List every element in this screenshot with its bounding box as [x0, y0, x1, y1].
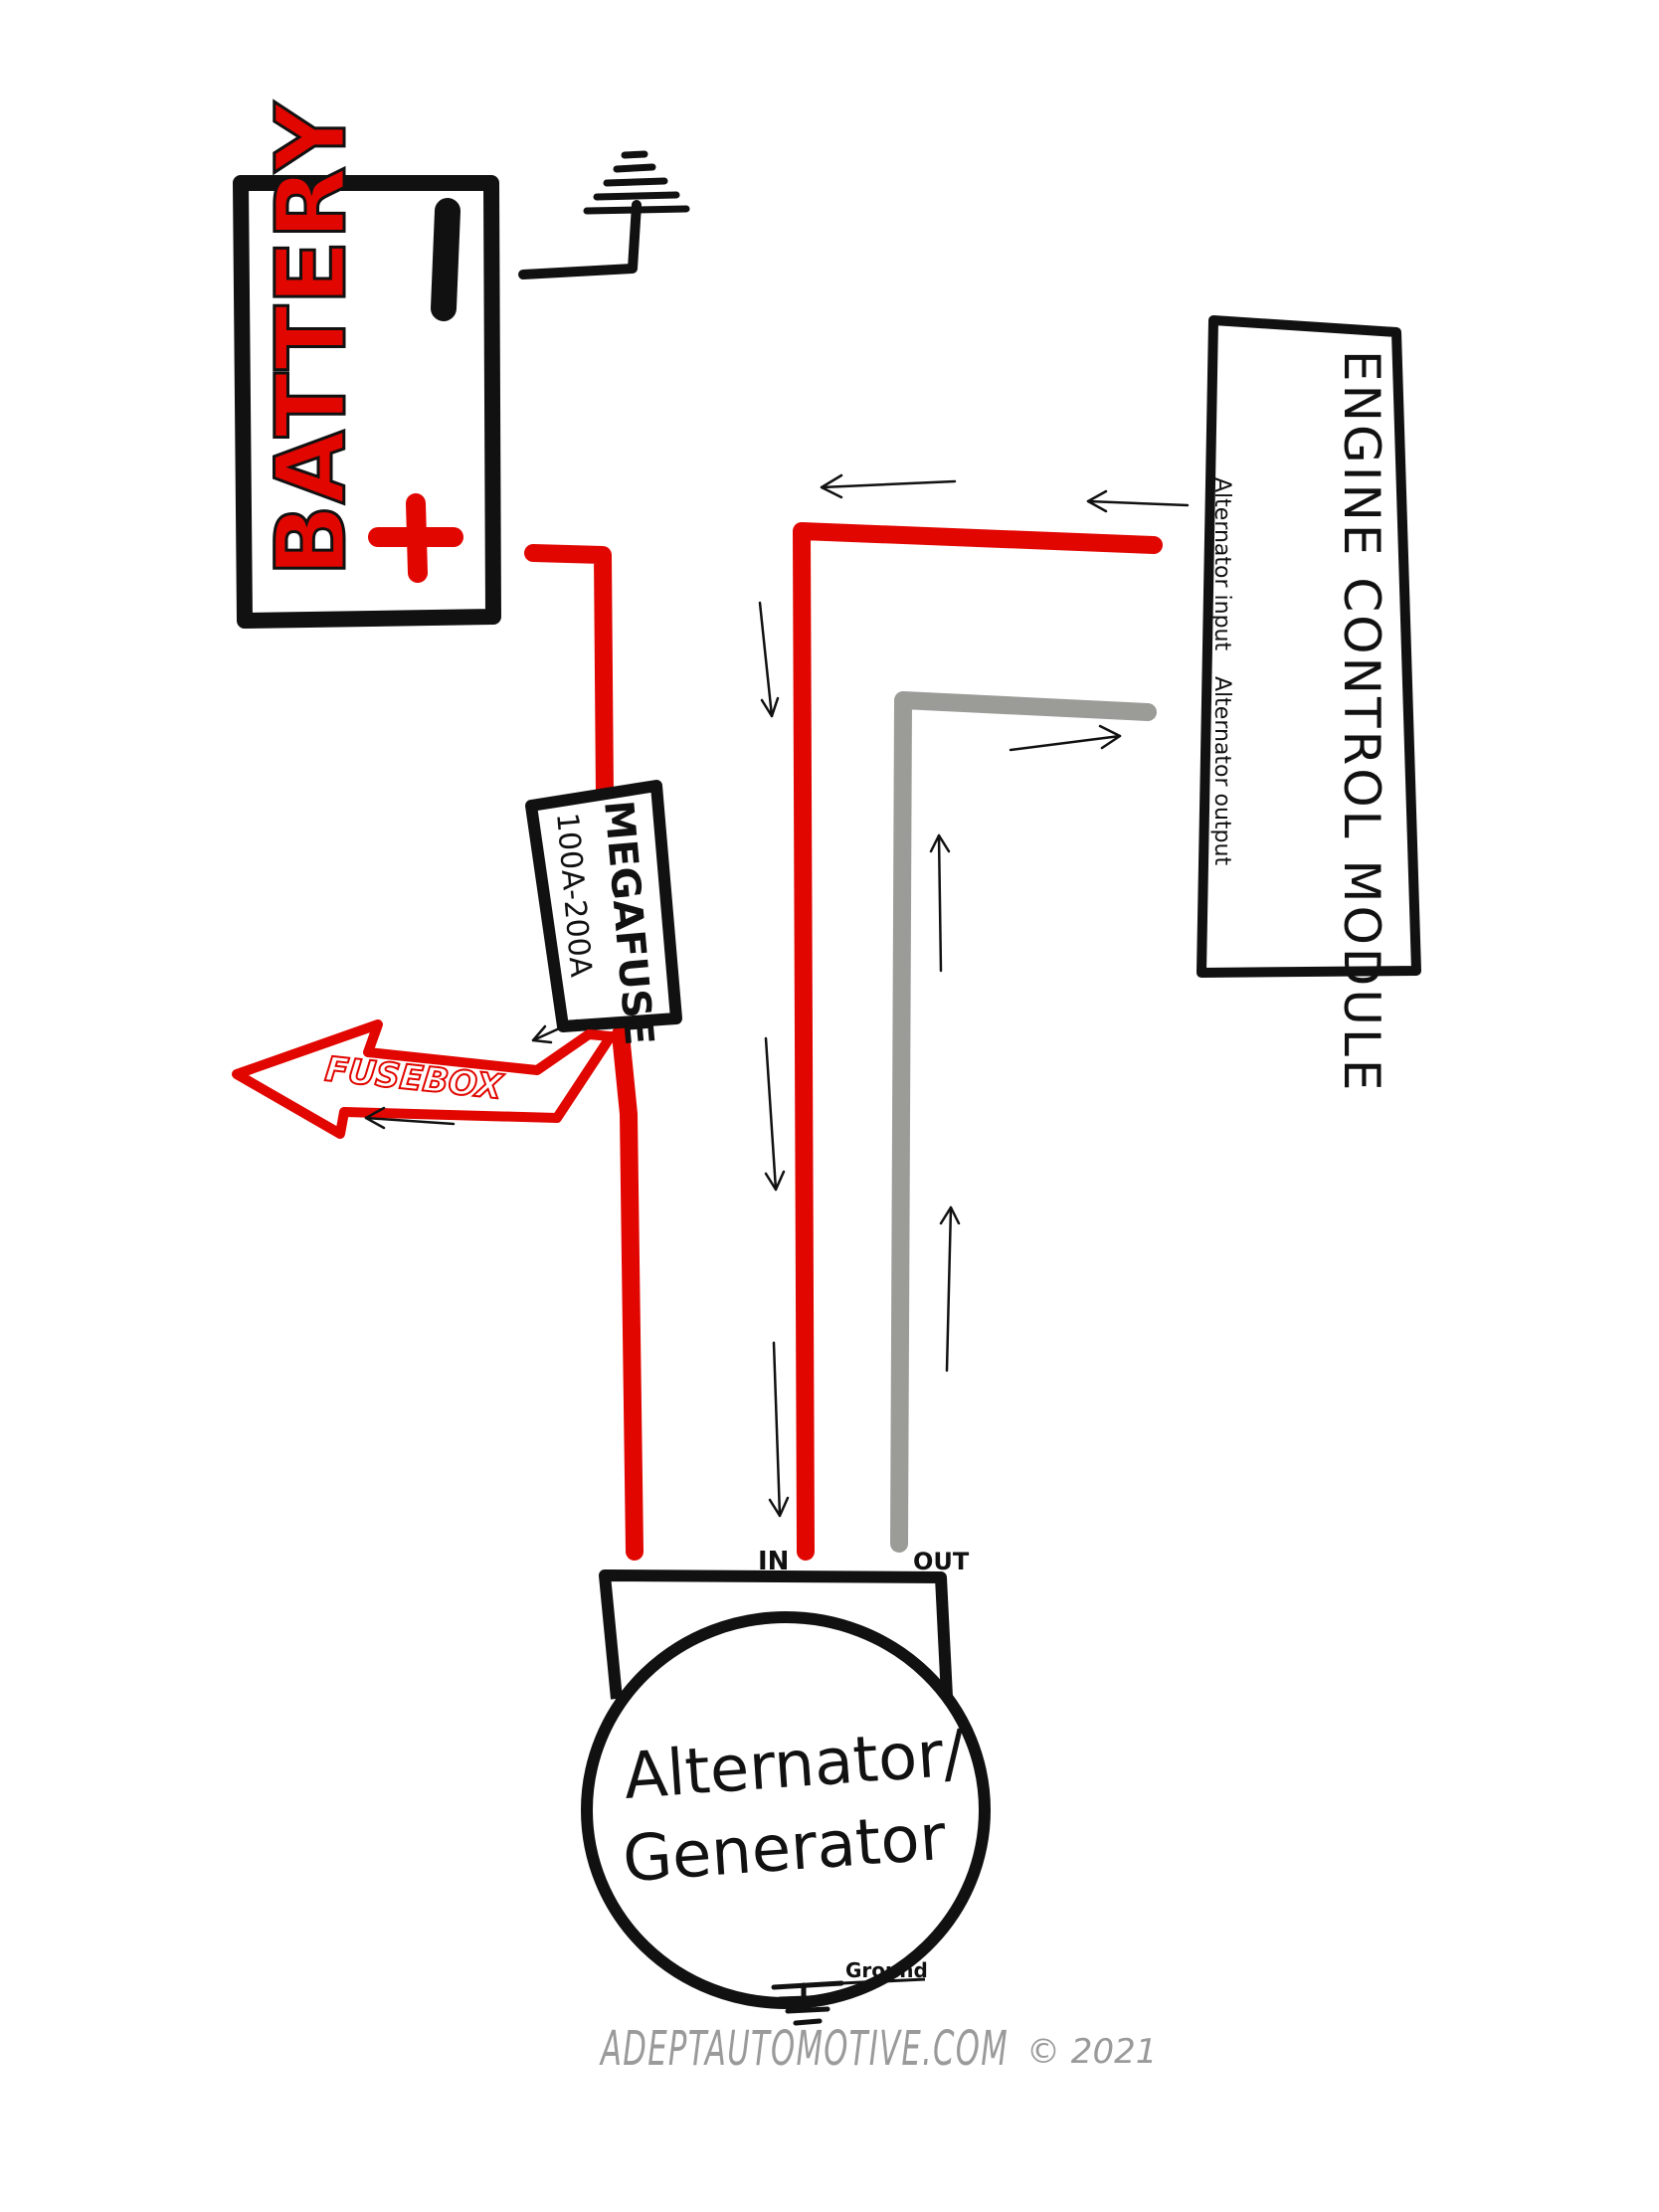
- wire-battery-to-megafuse: [524, 544, 614, 805]
- ecm-label: ENGINE CONTROL MODULE: [1333, 350, 1390, 1093]
- arrow-icon: [1086, 489, 1190, 513]
- ecm-box: [1197, 315, 1421, 978]
- battery-positive-terminal: [368, 493, 463, 583]
- battery-ground: [518, 150, 690, 279]
- arrow-icon: [531, 1018, 579, 1044]
- alternator-body: [581, 1611, 991, 2009]
- flow-arrows: [364, 473, 1190, 1518]
- terminal-in-label: IN: [758, 1547, 789, 1576]
- engine-control-module: ENGINE CONTROL MODULE Alternator input A…: [1197, 315, 1421, 1093]
- megafuse: MEGAFUSE 100A-200A: [525, 780, 682, 1047]
- alternator-housing: [599, 1569, 953, 1700]
- battery-box: [233, 175, 501, 629]
- battery-label: BATTERY: [256, 101, 367, 577]
- arrow-icon: [768, 1341, 790, 1518]
- watermark: ADEPTAUTOMOTIVE.COM © 2021: [599, 2021, 1157, 2077]
- battery-negative-terminal: [431, 198, 461, 321]
- wire-ecm-input: [793, 522, 1163, 1561]
- fusebox-arrow: FUSEBOX: [232, 1019, 616, 1139]
- alternator-ground: Ground: [771, 1958, 928, 2026]
- arrow-icon: [364, 1106, 456, 1130]
- terminal-out-label: OUT: [913, 1548, 970, 1575]
- wire-ecm-output: [890, 691, 1157, 1553]
- arrow-icon: [758, 601, 780, 718]
- arrow-icon: [764, 1036, 786, 1192]
- megafuse-box: [525, 780, 682, 1032]
- arrow-icon: [939, 1205, 961, 1373]
- arrow-icon: [1009, 724, 1122, 752]
- arrow-icon: [929, 833, 951, 973]
- watermark-text: ADEPTAUTOMOTIVE.COM: [599, 2021, 1009, 2077]
- fusebox-arrow-shape: [232, 1019, 616, 1139]
- wire-megafuse-to-alternator: [612, 1025, 644, 1561]
- watermark-copyright: © 2021: [1026, 2032, 1157, 2072]
- ecm-input-label: Alternator input: [1209, 477, 1234, 650]
- ground-label: Ground: [845, 1958, 928, 1982]
- ecm-output-label: Alternator output: [1209, 676, 1234, 865]
- ground-symbol-icon: [583, 150, 690, 215]
- ground-symbol-icon: [771, 1980, 844, 2026]
- battery: BATTERY: [233, 99, 501, 629]
- alternator: Alternator/ Generator IN OUT: [581, 1547, 991, 2009]
- arrow-icon: [820, 473, 957, 499]
